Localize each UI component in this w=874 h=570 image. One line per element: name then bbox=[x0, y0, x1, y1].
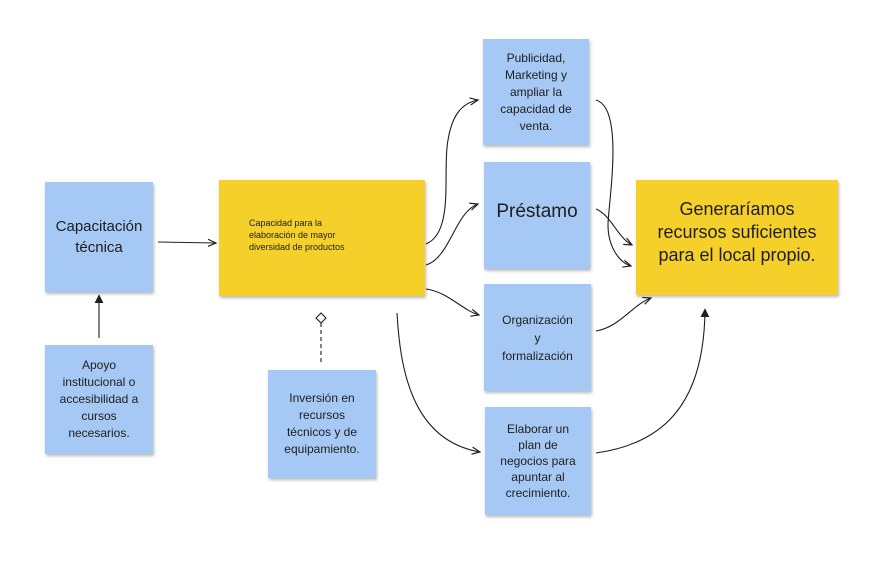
connector-publicidad-resultado bbox=[595, 99, 631, 266]
node-capacidad[interactable]: Capacidad para la elaboración de mayor d… bbox=[219, 180, 425, 296]
node-inversion-label: Inversión en recursos técnicos y de equi… bbox=[284, 391, 360, 456]
node-resultado[interactable]: Generaríamos recursos suficientes para e… bbox=[636, 180, 838, 295]
connector-capacidad-prestamo bbox=[425, 204, 478, 266]
node-apoyo[interactable]: Apoyo institucional o accesibilidad a cu… bbox=[45, 345, 153, 454]
connector-prestamo-resultado bbox=[595, 208, 632, 245]
connector-capacitacion-capacidad bbox=[157, 242, 216, 243]
node-apoyo-label: Apoyo institucional o accesibilidad a cu… bbox=[59, 358, 139, 440]
node-capacitacion[interactable]: Capacitación técnica bbox=[45, 182, 153, 292]
node-organizacion[interactable]: Organización y formalización bbox=[484, 284, 591, 391]
connector-capacidad-organizacion bbox=[425, 288, 479, 315]
node-resultado-label: Generaríamos recursos suficientes para e… bbox=[657, 199, 817, 265]
node-plan-label: Elaborar un plan de negocios para apunta… bbox=[500, 422, 576, 500]
node-publicidad[interactable]: Publicidad, Marketing y ampliar la capac… bbox=[483, 39, 589, 145]
node-inversion[interactable]: Inversión en recursos técnicos y de equi… bbox=[268, 370, 376, 478]
node-capacitacion-label: Capacitación técnica bbox=[55, 218, 143, 256]
connector-plan-resultado bbox=[595, 308, 710, 454]
node-capacidad-label: Capacidad para la elaboración de mayor d… bbox=[249, 218, 345, 252]
node-prestamo[interactable]: Préstamo bbox=[484, 162, 590, 269]
node-publicidad-label: Publicidad, Marketing y ampliar la capac… bbox=[500, 50, 572, 133]
node-prestamo-label: Préstamo bbox=[496, 200, 578, 222]
connector-capacidad-publicidad bbox=[425, 100, 478, 245]
connector-capacidad-plan bbox=[396, 312, 480, 452]
node-plan[interactable]: Elaborar un plan de negocios para apunta… bbox=[485, 407, 591, 515]
node-organizacion-label: Organización y formalización bbox=[502, 312, 573, 363]
connector-diamond bbox=[315, 312, 327, 324]
connector-organizacion-resultado bbox=[595, 298, 651, 332]
